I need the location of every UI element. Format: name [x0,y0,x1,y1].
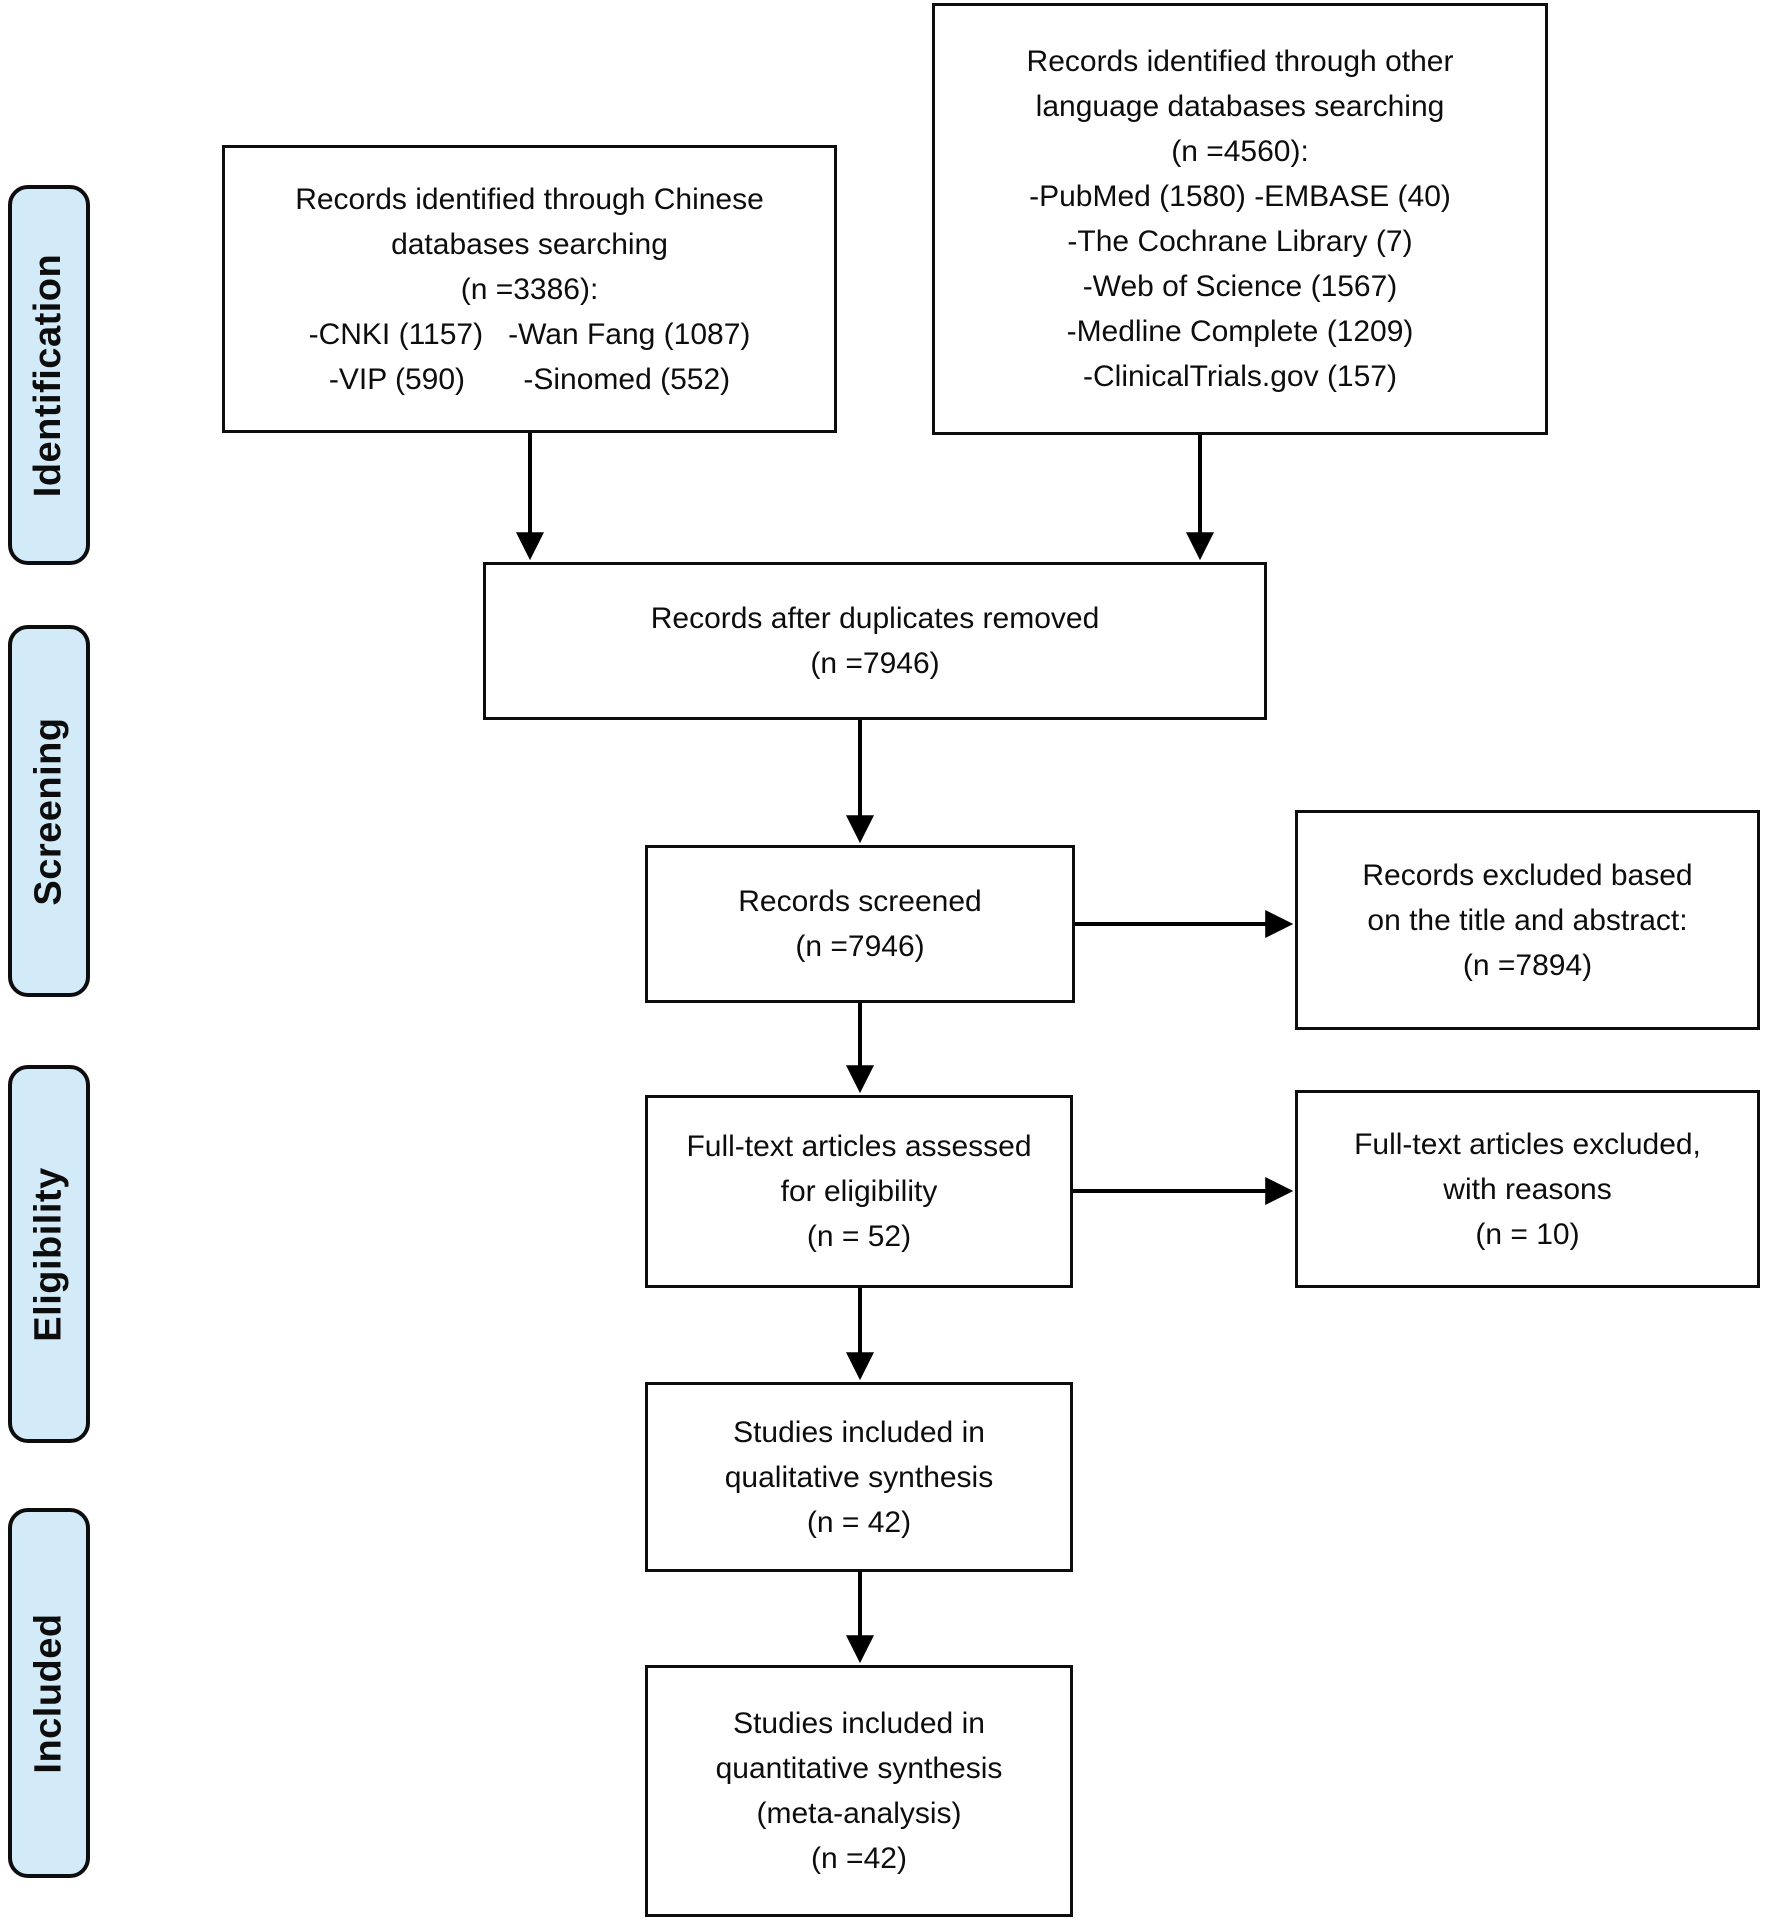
text-line: -ClinicalTrials.gov (157) [1083,360,1397,393]
text-line: Records screened [738,885,982,918]
text-line: Studies included in [733,1707,985,1740]
text-line: -PubMed (1580) -EMBASE (40) [1029,180,1451,213]
box-records-identified-chinese: Records identified through Chinese databa… [222,145,837,433]
stage-included-label: Included [27,1612,70,1774]
text-line: on the title and abstract: [1367,903,1688,937]
text-line: Records identified through Chinese [295,182,764,216]
text-line: (n = 42) [806,1505,912,1539]
box-duplicates-removed: Records after duplicates removed (n =7946… [483,562,1267,720]
text-line: (n =7894) [1462,948,1593,982]
box-fulltext-excluded: Full-text articles excluded, with reasons… [1295,1090,1760,1288]
text-line: Records excluded based [1362,858,1693,892]
text-line: Full-text articles assessed [686,1130,1032,1163]
stage-included: Included [8,1508,90,1878]
text-line: -VIP (590) -Sinomed (552) [328,362,731,396]
text-line: quantitative synthesis [715,1752,1003,1785]
text-line: for eligibility [780,1175,938,1208]
text-line: Records identified through other [1026,45,1454,78]
text-line: -Web of Science (1567) [1082,270,1398,303]
box-quantitative-synthesis: Studies included in quantitative synthesi… [645,1665,1073,1917]
text-line: -The Cochrane Library (7) [1067,225,1413,258]
stage-identification-label: Identification [27,253,70,497]
text-line: (n =4560): [1171,135,1309,168]
text-line: (n = 52) [806,1220,912,1253]
stage-eligibility-label: Eligibility [27,1166,70,1342]
stage-eligibility: Eligibility [8,1065,90,1443]
text-line: Records after duplicates removed [650,602,1100,635]
text-line: Studies included in [733,1415,985,1449]
box-records-screened: Records screened (n =7946) [645,845,1075,1003]
text-line: (n =3386): [460,272,599,306]
stage-screening-label: Screening [27,716,70,906]
text-line: Full-text articles excluded, [1354,1127,1701,1161]
text-line: -CNKI (1157) -Wan Fang (1087) [308,317,751,351]
text-line: (meta-analysis) [756,1797,962,1830]
text-line: databases searching [391,227,668,261]
text-line: (n =7946) [795,930,925,963]
box-fulltext-assessed: Full-text articles assessed for eligibili… [645,1095,1073,1288]
box-qualitative-synthesis: Studies included in qualitative synthesis… [645,1382,1073,1572]
text-line: language databases searching [1035,90,1445,123]
box-records-excluded-title-abstract: Records excluded based on the title and a… [1295,810,1760,1030]
text-line: (n =7946) [810,647,940,680]
stage-screening: Screening [8,625,90,997]
text-line: (n = 10) [1475,1217,1580,1251]
box-records-identified-other: Records identified through other language… [932,3,1548,435]
text-line: with reasons [1443,1172,1612,1206]
text-line: -Medline Complete (1209) [1066,315,1414,348]
text-line: qualitative synthesis [724,1460,994,1494]
text-line: (n =42) [811,1842,907,1875]
stage-identification: Identification [8,185,90,565]
